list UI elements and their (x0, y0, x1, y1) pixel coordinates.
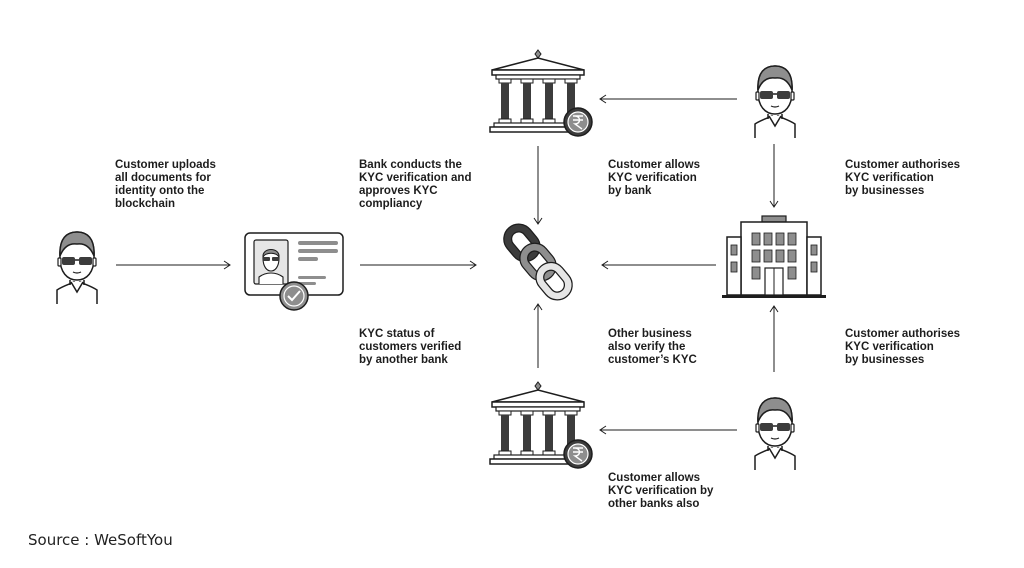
arrow-customer-top-to-business (769, 144, 779, 208)
bank-bottom-icon (489, 381, 593, 469)
label-customer-authorises-top: Customer authorises KYC verification by … (845, 159, 961, 197)
label-customer-uploads: Customer uploads all documents for ident… (115, 159, 216, 210)
arrow-bank-top-to-chain (533, 146, 543, 225)
label-customer-allows-bank: Customer allows KYC verification by bank (608, 159, 701, 197)
person-bottom-right-icon (754, 397, 796, 471)
label-customer-allows-other-banks: Customer allows KYC verification by othe… (608, 472, 714, 510)
arrow-card-to-chain (360, 260, 477, 270)
arrow-bank-bottom-to-chain (533, 303, 543, 368)
source-caption: Source : WeSoftYou (28, 531, 173, 549)
arrow-customer-top-to-bank (599, 94, 737, 104)
id-card-verified-icon (244, 232, 344, 311)
office-building-icon (722, 215, 826, 298)
arrows (116, 94, 779, 435)
label-other-business: Other business also verify the customer’… (608, 328, 697, 366)
label-bank-conducts: Bank conducts the KYC verification and a… (359, 159, 472, 210)
label-kyc-status: KYC status of customers verified by anot… (359, 328, 462, 366)
arrow-customer-to-card (116, 260, 231, 270)
arrow-customer-bottom-to-business (769, 305, 779, 372)
arrow-customer-bottom-to-bank (599, 425, 737, 435)
bank-top-icon (489, 49, 593, 137)
person-top-right-icon (754, 65, 796, 139)
arrow-business-to-chain (601, 260, 716, 270)
label-customer-authorises-bottom: Customer authorises KYC verification by … (845, 328, 961, 366)
blockchain-link-icon (503, 223, 573, 301)
person-sunglasses-icon (56, 231, 98, 305)
